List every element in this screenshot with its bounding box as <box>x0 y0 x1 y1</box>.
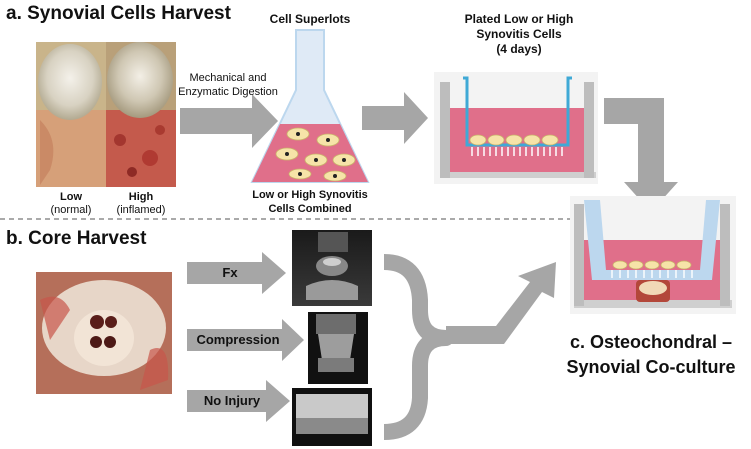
arrow-to-flask <box>180 94 278 148</box>
compression-label: Compression <box>196 332 280 347</box>
plated-line2: Synovitis Cells <box>476 27 562 41</box>
fx-label: Fx <box>222 265 238 280</box>
section-a-title: a. Synovial Cells Harvest <box>6 3 231 24</box>
joint-photo-low <box>36 42 106 187</box>
low-sublabel: (normal) <box>50 204 92 216</box>
compression-image <box>308 312 368 384</box>
no-injury-arrow <box>187 380 290 422</box>
arrow-to-coculture-top <box>604 98 678 212</box>
transwell-coculture-icon <box>570 196 736 314</box>
superlots-title: Cell Superlots <box>269 12 351 26</box>
superlots-caption-line1: Low or High Synovitis <box>252 189 368 201</box>
section-b-title: b. Core Harvest <box>6 228 147 249</box>
core-harvest-photo <box>36 272 172 394</box>
no-injury-label: No Injury <box>203 393 261 408</box>
transwell-plated-icon <box>434 72 598 184</box>
converging-brace <box>383 254 454 440</box>
low-label: Low <box>60 191 82 203</box>
coculture-title-line2: Synovial Co-culture <box>566 357 736 377</box>
digestion-label-line1: Mechanical and <box>189 72 267 84</box>
fx-arrow <box>187 252 286 294</box>
arrow-to-plated <box>362 92 428 144</box>
arrow-to-coculture-bottom <box>446 262 556 344</box>
superlots-caption-line2: Cells Combined <box>268 203 352 215</box>
plated-line3: (4 days) <box>496 42 542 56</box>
high-sublabel: (inflamed) <box>116 204 166 216</box>
fx-image <box>292 230 372 306</box>
plated-line1: Plated Low or High <box>464 12 574 26</box>
coculture-title-line1: c. Osteochondral – <box>569 332 733 352</box>
flask-icon <box>250 29 370 183</box>
digestion-label-line2: Enzymatic Digestion <box>178 86 278 98</box>
joint-photo-high <box>106 42 176 187</box>
compression-arrow <box>187 319 304 361</box>
high-label: High <box>128 191 154 203</box>
no-injury-image <box>292 388 372 446</box>
